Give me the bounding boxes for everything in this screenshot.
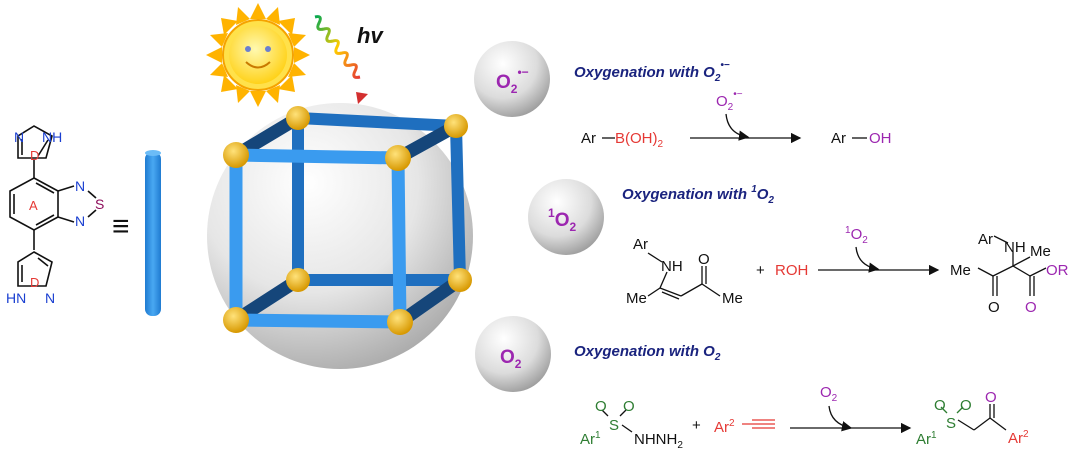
reaction2-ar: Ar (633, 236, 648, 253)
reaction1-product-group: OH (869, 130, 892, 147)
reaction3-prod-ar2: Ar2 (1008, 429, 1029, 447)
reaction3-plus: + (692, 417, 701, 434)
reaction3-prod-o-right: O (960, 397, 972, 414)
metal-node (286, 106, 310, 130)
reaction3-prod-s: S (946, 415, 956, 432)
metal-node (387, 309, 413, 335)
reaction2-prod-ar: Ar (978, 231, 993, 248)
pyrazole-bottom-ring (17, 251, 53, 287)
reaction3-prod-o-left: O (934, 397, 946, 414)
metal-node (223, 142, 249, 168)
sphere-superoxide: O2 •− (474, 41, 550, 117)
reaction2-roh: ROH (775, 262, 808, 279)
reaction2-prod-o-right: O (1025, 299, 1037, 316)
atom-hn-bottom: HN (6, 290, 26, 306)
superoxide-base: O (496, 72, 511, 93)
reaction2-me-right: Me (722, 290, 743, 307)
linker-molecule (9, 125, 97, 287)
equivalence-symbol: ≡ (112, 210, 130, 243)
cube-framework (223, 106, 472, 335)
sun-icon (206, 3, 310, 107)
reaction3-heading: Oxygenation with O2 (574, 343, 721, 363)
hv-label: hv (357, 23, 384, 48)
reaction3-s: S (609, 417, 619, 434)
reaction1-reactant-ar: Ar (581, 130, 596, 147)
reaction1-curved-arrow (725, 113, 750, 141)
reaction2-o: O (698, 251, 710, 268)
superoxide-sup: •− (517, 65, 528, 79)
atom-n-top: N (14, 129, 24, 145)
reaction2-heading: Oxygenation with 1O2 (622, 184, 774, 206)
light-wave-icon (314, 15, 368, 104)
atom-s: S (95, 196, 104, 212)
reaction3-prod-ar1: Ar1 (916, 430, 937, 448)
sphere-oxygen: O2 (475, 316, 551, 392)
reaction2-prod-or: OR (1046, 262, 1069, 279)
atom-nh-top: NH (42, 129, 62, 145)
metal-node (444, 114, 468, 138)
reaction-singlet-oxygen: Oxygenation with 1O2 1O2 Ar NH O Me Me +… (622, 184, 1069, 316)
reaction2-reagent: 1O2 (845, 225, 868, 246)
atom-n-lower: N (75, 213, 85, 229)
svg-text:1O2: 1O2 (548, 206, 576, 234)
reaction3-nhnh2: NHNH2 (634, 431, 683, 451)
reaction3-reagent: O2 (820, 384, 838, 404)
reaction2-curved-arrow (855, 246, 880, 273)
reaction3-ar1: Ar1 (580, 430, 601, 448)
reaction-superoxide: Oxygenation with O2•− O2•− Ar B(OH)2 Ar … (574, 60, 892, 150)
linker-labels: N NH D A N N S D HN N (6, 129, 104, 306)
ring-label-top: D (30, 148, 39, 163)
reaction2-nh: NH (661, 258, 683, 275)
svg-text:O2•−: O2 •− (496, 65, 529, 96)
reaction1-reagent: O2•− (716, 89, 743, 113)
reaction3-o-right: O (623, 398, 635, 415)
metal-node (448, 268, 472, 292)
atom-n-bottom: N (45, 290, 55, 306)
metal-node (385, 145, 411, 171)
alkyne-triple-bond (742, 419, 775, 429)
reaction2-prod-me-left: Me (950, 262, 971, 279)
atom-n-upper: N (75, 178, 85, 194)
reaction1-heading: Oxygenation with O2•− (574, 60, 730, 84)
ring-label-bottom: D (30, 275, 39, 290)
reaction2-me-left: Me (626, 290, 647, 307)
oxygen-base: O (500, 347, 515, 368)
reaction3-o-left: O (595, 398, 607, 415)
linker-rod-icon (145, 150, 161, 316)
reaction2-plus: + (756, 262, 765, 279)
singlet-sub: 2 (569, 220, 576, 234)
reaction3-prod-o-ketone: O (985, 389, 997, 406)
singlet-pre: 1 (548, 206, 555, 220)
reaction-oxygen: Oxygenation with O2 O2 O O S Ar1 NHNH2 +… (574, 343, 1029, 451)
oxygen-sub: 2 (515, 357, 522, 371)
sphere-singlet-oxygen: 1O2 (528, 179, 604, 255)
reaction3-ar2: Ar2 (714, 418, 735, 436)
singlet-base: O (555, 210, 570, 231)
metal-node (223, 307, 249, 333)
superoxide-sub: 2 (511, 82, 518, 96)
reaction1-product-ar: Ar (831, 130, 846, 147)
ring-label-center: A (29, 198, 38, 213)
metal-node (286, 268, 310, 292)
reaction2-prod-o-left: O (988, 299, 1000, 316)
reaction1-reactant-group: B(OH)2 (615, 130, 664, 150)
svg-text:O2: O2 (500, 347, 522, 371)
pyrazole-top-ring (17, 125, 53, 159)
reaction2-prod-me-top: Me (1030, 243, 1051, 260)
reaction2-prod-nh: NH (1004, 239, 1026, 256)
reaction3-curved-arrow (828, 405, 853, 432)
